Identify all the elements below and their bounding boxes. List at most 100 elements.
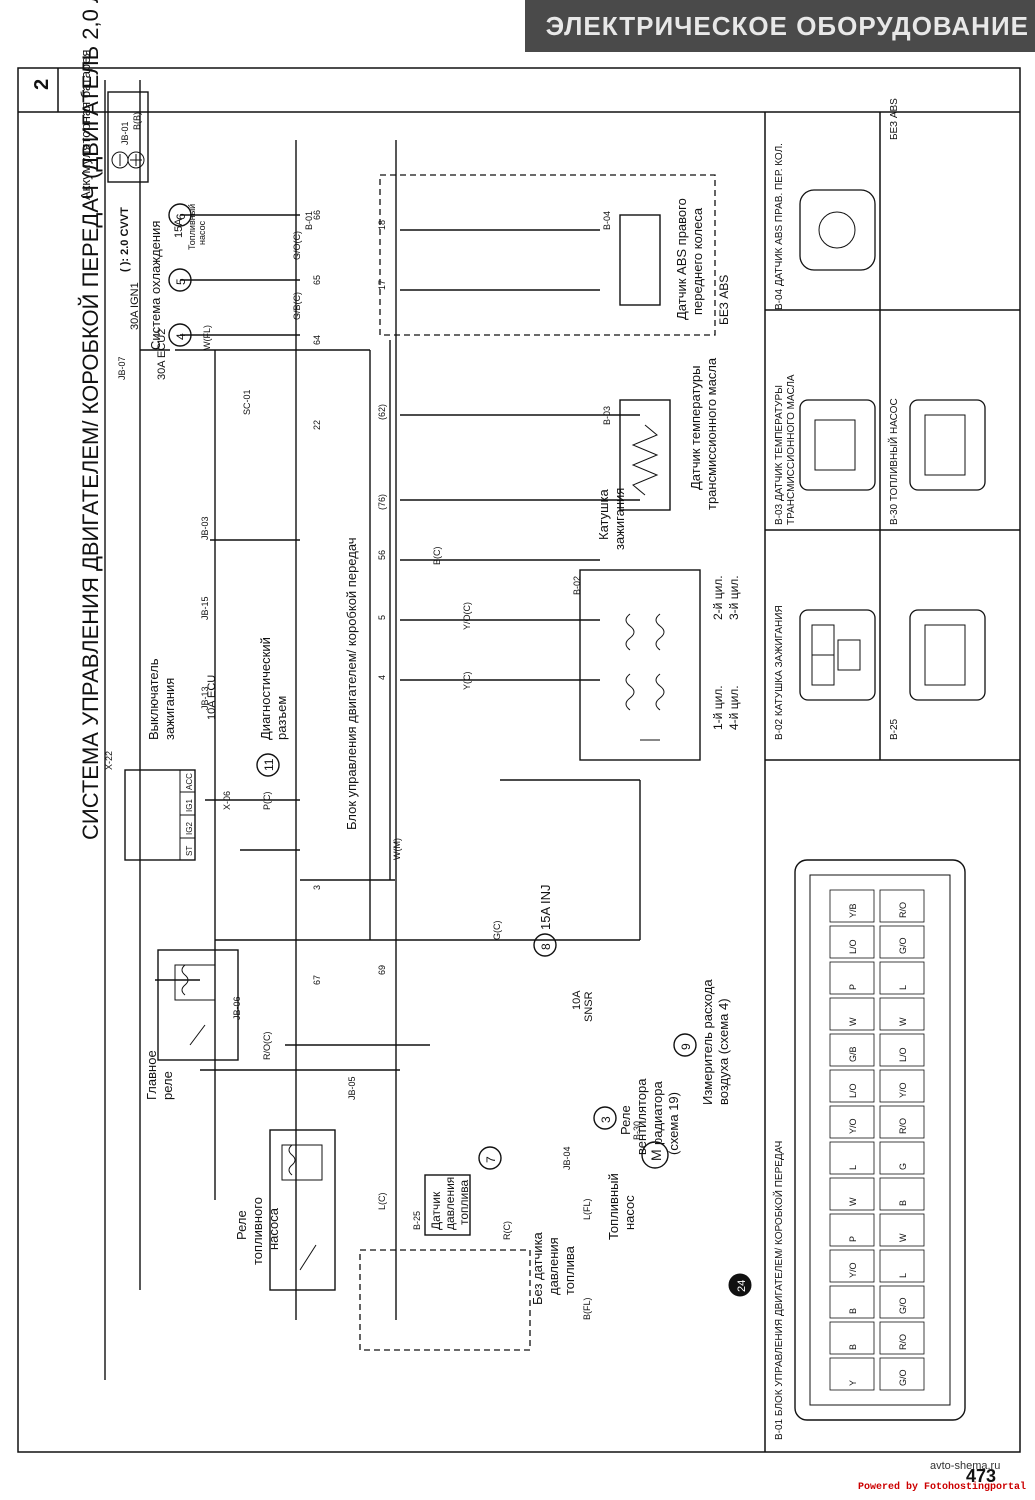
pin-3: 3: [312, 885, 322, 890]
hosting-credit: Powered by Fotohostingportal: [858, 1482, 1027, 1493]
fuse-ecu2: 30A ECU2: [156, 329, 168, 380]
pin-62: (62): [377, 404, 387, 420]
site-credit: avto-shema.ru: [930, 1460, 1001, 1472]
fan-circle-3: [593, 1106, 617, 1130]
ecu-pin-cell: [879, 1105, 925, 1139]
cooling-circle-4: [168, 323, 192, 347]
ecu-pin-cell: [879, 1249, 925, 1283]
ecu-pin-label: Y/O: [898, 1082, 908, 1098]
cyl3: 3-й цил.: [727, 575, 741, 620]
motor-m: M: [648, 1149, 664, 1161]
fuse-fuel-15a: 15A: [173, 218, 185, 238]
ecu-pin-cell: [879, 961, 925, 995]
conn-jb13: JB-13: [200, 686, 210, 710]
ignition-switch: [124, 769, 196, 861]
ecu-connector: YBBY/OPWLY/OL/OG/BWPL/OY/BG/OR/OG/OLWBGR…: [794, 859, 966, 1421]
section-banner: ЭЛЕКТРИЧЕСКОЕ ОБОРУДОВАНИЕ: [525, 0, 1035, 52]
ign-switch-label-1: Выключатель: [146, 658, 161, 740]
ecu-pin-cell: [879, 1321, 925, 1355]
pin-5: 5: [377, 615, 387, 620]
wire-yoc: Y/O(C): [462, 602, 472, 630]
diag-label-1: Диагностический: [258, 637, 273, 740]
ecu-pin-label: R/O: [898, 1118, 908, 1134]
fuel-pump-label-2: насос: [622, 1195, 637, 1230]
ground-24: [728, 1273, 752, 1297]
ecu-pin-label: R/O: [898, 902, 908, 918]
ign-switch-label-2: зажигания: [162, 678, 177, 740]
ecu-pin-label: Y/O: [848, 1262, 858, 1278]
wire-wfl: W(FL): [202, 325, 212, 350]
wire-roc: R/O(C): [262, 1032, 272, 1061]
cyl2: 2-й цил.: [711, 575, 725, 620]
cyl1: 1-й цил.: [711, 685, 725, 730]
pin-65: 65: [312, 275, 322, 285]
ecu-pin-cell: [829, 1105, 875, 1139]
cooling-num-5: 5: [174, 278, 188, 285]
ecu-pin-cell: [829, 1357, 875, 1391]
coil-label-2: зажигания: [612, 488, 627, 550]
ecu-pin-cell: [879, 1177, 925, 1211]
ecu-pin-cell: [829, 1285, 875, 1319]
fuse-10a-ecu: 10A ECU: [206, 675, 218, 720]
abs-dashed-box: [379, 174, 716, 336]
fan-label-4: (схема 19): [666, 1092, 681, 1155]
page-number: 473: [966, 1466, 997, 1486]
wire-yc: Y(C): [462, 672, 472, 691]
view-b25: B-25: [889, 718, 900, 740]
ecu-pin-label: L/O: [898, 1047, 908, 1062]
ecu-pin-label: W: [848, 1017, 858, 1026]
wire-wm: W(M): [392, 838, 402, 860]
abs-label-1: Датчик ABS правого: [674, 198, 689, 320]
main-relay-label-1: Главное: [144, 1050, 159, 1100]
ecu-pin-cell: [879, 1285, 925, 1319]
no-pressure-box: [359, 1249, 531, 1351]
afm-circle-9: [673, 1033, 697, 1057]
ecu-pin-label: B: [848, 1344, 858, 1350]
no-pressure-1: Без датчика: [530, 1231, 545, 1305]
ecu-block-label: Блок управления двигателем/ коробкой пер…: [344, 537, 359, 830]
ecu-pin-cell: [829, 1213, 875, 1247]
wire-gbc: G/B(C): [292, 292, 302, 320]
title: СИСТЕМА УПРАВЛЕНИЯ ДВИГАТЕЛЕМ/ КОРОБКОЙ …: [78, 0, 103, 840]
conn-b03: B-03: [602, 406, 612, 425]
ecu-pin-label: G/O: [898, 1369, 908, 1386]
diag2-num: 7: [484, 1156, 498, 1163]
ecu-pin-label: L: [848, 1165, 858, 1170]
conn-jb04: JB-04: [562, 1146, 572, 1170]
ecu-pin-label: Y/B: [848, 903, 858, 918]
wire-rc: R(C): [502, 1221, 512, 1240]
wire-goc: G/O(C): [292, 231, 302, 260]
ecu-pin-label: G/O: [898, 1297, 908, 1314]
pressure-label-1: Датчик: [429, 1191, 443, 1230]
ecu-pin-label: R/O: [898, 1334, 908, 1350]
ecu-pin-cell: [829, 1141, 875, 1175]
afm-label-2: воздуха (схема 4): [716, 998, 731, 1105]
ecu-pin-cell: [879, 1069, 925, 1103]
trans-temp-sensor: [619, 399, 671, 511]
fuse-fuel-name-1: Топливный: [187, 204, 197, 250]
fuel-relay-label-1: Реле: [234, 1210, 249, 1240]
wire-bfl: B(FL): [582, 1297, 592, 1320]
wire-lfl: L(FL): [582, 1198, 592, 1220]
conn-b04: B-04: [602, 211, 612, 230]
ecu-pin-label: P: [848, 1236, 858, 1242]
abs-no-abs: БЕЗ ABS: [717, 275, 731, 325]
ecu-pin-cell: [879, 997, 925, 1031]
ecu-pin-label: G/B: [848, 1046, 858, 1062]
fan-label-2: вентилятора: [634, 1078, 649, 1155]
fuse-10a: 10A: [571, 990, 583, 1010]
conn-x06: X-06: [222, 791, 232, 810]
ecu-pin-label: P: [848, 984, 858, 990]
diag-circle-11: [256, 753, 280, 777]
ecu-pin-cell: [879, 889, 925, 923]
ecu-pin-cell: [829, 1249, 875, 1283]
main-relay: [157, 949, 239, 1061]
ecu-pin-label: W: [848, 1197, 858, 1206]
fan-num: 3: [599, 1116, 613, 1123]
conn-b25: B-25: [412, 1211, 422, 1230]
cvt-note-text: ( ): 2.0 CVVT: [119, 207, 131, 272]
ecu-pin-label: L: [898, 985, 908, 990]
b03-connector-view: [799, 399, 876, 491]
ecu-pin-cell: [879, 1033, 925, 1067]
